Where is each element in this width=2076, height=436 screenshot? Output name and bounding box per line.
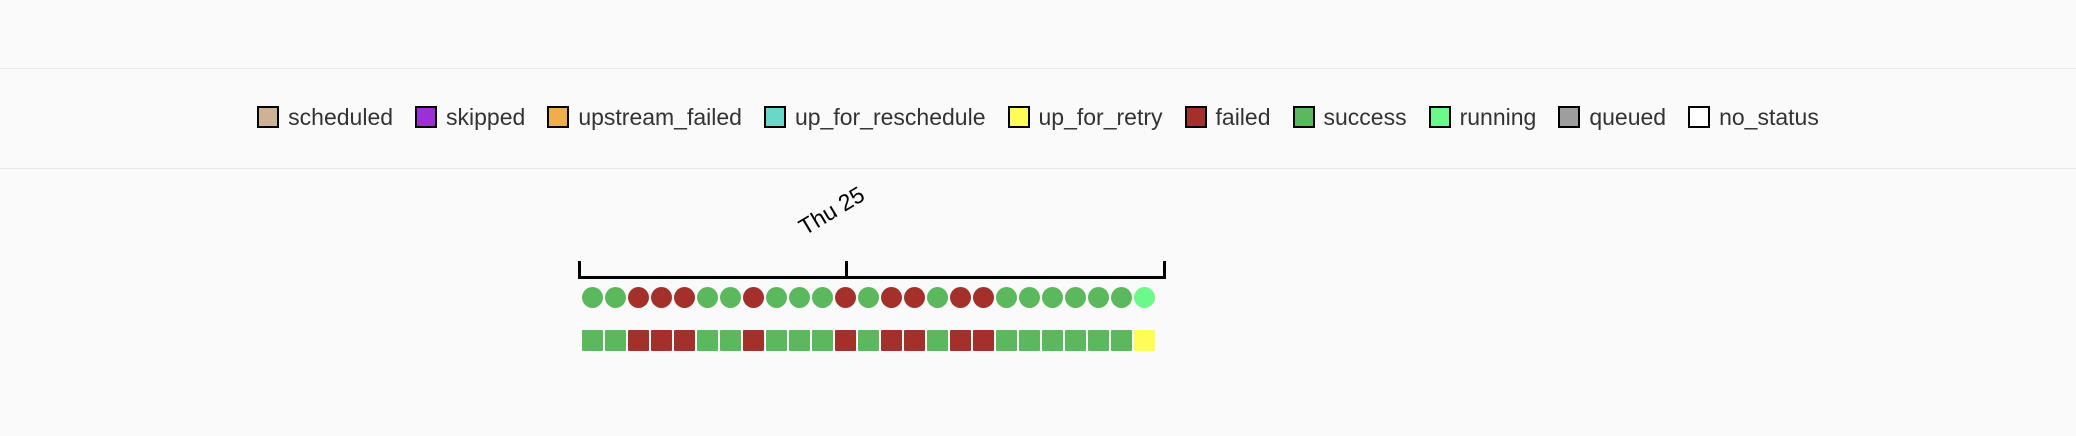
dag-run-marker[interactable] (973, 287, 994, 308)
task-instance-marker[interactable] (1065, 330, 1086, 351)
legend-swatch-running (1428, 106, 1451, 128)
legend-item-failed[interactable]: failed (1184, 103, 1271, 130)
task-instance-marker[interactable] (973, 330, 994, 351)
legend-item-success[interactable]: success (1292, 103, 1407, 130)
legend-swatch-skipped (415, 106, 438, 128)
bottom-divider (0, 168, 2076, 169)
legend-item-up_for_reschedule[interactable]: up_for_reschedule (763, 103, 986, 130)
dag-run-marker[interactable] (789, 287, 810, 308)
dag-run-marker[interactable] (835, 287, 856, 308)
dag-run-marker[interactable] (697, 287, 718, 308)
axis-tick (845, 261, 848, 279)
dag-run-marker[interactable] (1088, 287, 1109, 308)
legend-swatch-success (1292, 106, 1315, 128)
task-instance-marker[interactable] (1134, 330, 1155, 351)
task-instance-marker[interactable] (628, 330, 649, 351)
task-instance-marker[interactable] (720, 330, 741, 351)
task-instance-marker[interactable] (674, 330, 695, 351)
legend-item-no_status[interactable]: no_status (1688, 103, 1819, 130)
task-instance-marker[interactable] (1019, 330, 1040, 351)
legend-item-running[interactable]: running (1428, 103, 1537, 130)
dag-run-marker[interactable] (1134, 287, 1155, 308)
task-instance-marker[interactable] (1111, 330, 1132, 351)
legend-label-failed: failed (1215, 103, 1271, 130)
dag-run-marker[interactable] (651, 287, 672, 308)
dag-run-marker[interactable] (950, 287, 971, 308)
task-instance-marker[interactable] (881, 330, 902, 351)
dag-run-state-row (582, 287, 1157, 308)
legend-item-skipped[interactable]: skipped (415, 103, 526, 130)
legend-item-upstream_failed[interactable]: upstream_failed (547, 103, 742, 130)
task-instance-marker[interactable] (835, 330, 856, 351)
task-instance-marker[interactable] (812, 330, 833, 351)
legend-swatch-no_status (1688, 106, 1711, 128)
dag-run-marker[interactable] (812, 287, 833, 308)
legend-item-scheduled[interactable]: scheduled (257, 103, 394, 130)
task-instance-marker[interactable] (743, 330, 764, 351)
legend-label-scheduled: scheduled (288, 103, 394, 130)
dag-run-marker[interactable] (1065, 287, 1086, 308)
dag-run-marker[interactable] (858, 287, 879, 308)
legend-swatch-upstream_failed (547, 106, 570, 128)
dag-run-marker[interactable] (582, 287, 603, 308)
dag-run-marker[interactable] (605, 287, 626, 308)
task-instance-marker[interactable] (904, 330, 925, 351)
dag-run-marker[interactable] (881, 287, 902, 308)
axis-cap-right (1163, 261, 1166, 279)
legend-item-queued[interactable]: queued (1558, 103, 1667, 130)
task-instance-marker[interactable] (927, 330, 948, 351)
legend-label-up_for_retry: up_for_retry (1038, 103, 1163, 130)
task-instance-marker[interactable] (858, 330, 879, 351)
dag-run-marker[interactable] (766, 287, 787, 308)
legend-swatch-scheduled (257, 106, 280, 128)
axis-baseline (578, 276, 1166, 279)
legend-label-upstream_failed: upstream_failed (578, 103, 742, 130)
task-instance-marker[interactable] (582, 330, 603, 351)
legend-label-running: running (1459, 103, 1537, 130)
legend-label-success: success (1323, 103, 1407, 130)
legend-swatch-queued (1558, 106, 1581, 128)
dag-run-marker[interactable] (904, 287, 925, 308)
axis-cap-left (578, 261, 581, 279)
dag-run-marker[interactable] (628, 287, 649, 308)
task-instance-marker[interactable] (950, 330, 971, 351)
axis-tick-label: Thu 25 (794, 180, 869, 241)
dag-run-marker[interactable] (743, 287, 764, 308)
legend-item-up_for_retry[interactable]: up_for_retry (1007, 103, 1163, 130)
task-instance-marker[interactable] (605, 330, 626, 351)
dag-run-marker[interactable] (927, 287, 948, 308)
dag-run-marker[interactable] (996, 287, 1017, 308)
dag-run-marker[interactable] (720, 287, 741, 308)
task-instance-marker[interactable] (766, 330, 787, 351)
time-axis: Thu 25 (578, 180, 1168, 380)
task-instance-state-row (582, 330, 1157, 351)
task-instance-marker[interactable] (996, 330, 1017, 351)
task-instance-marker[interactable] (1088, 330, 1109, 351)
legend-label-queued: queued (1589, 103, 1667, 130)
top-divider (0, 68, 2076, 69)
legend-label-no_status: no_status (1719, 103, 1819, 130)
legend-label-skipped: skipped (446, 103, 526, 130)
dag-run-marker[interactable] (1111, 287, 1132, 308)
task-instance-marker[interactable] (1042, 330, 1063, 351)
legend-swatch-up_for_retry (1007, 106, 1030, 128)
dag-run-marker[interactable] (674, 287, 695, 308)
status-legend: scheduled skipped upstream_failed up_for_re… (0, 101, 2076, 133)
dag-run-marker[interactable] (1019, 287, 1040, 308)
legend-label-up_for_reschedule: up_for_reschedule (794, 103, 986, 130)
legend-swatch-up_for_reschedule (763, 106, 786, 128)
legend-swatch-failed (1184, 106, 1207, 128)
task-instance-marker[interactable] (651, 330, 672, 351)
dag-run-marker[interactable] (1042, 287, 1063, 308)
task-instance-marker[interactable] (697, 330, 718, 351)
task-instance-marker[interactable] (789, 330, 810, 351)
